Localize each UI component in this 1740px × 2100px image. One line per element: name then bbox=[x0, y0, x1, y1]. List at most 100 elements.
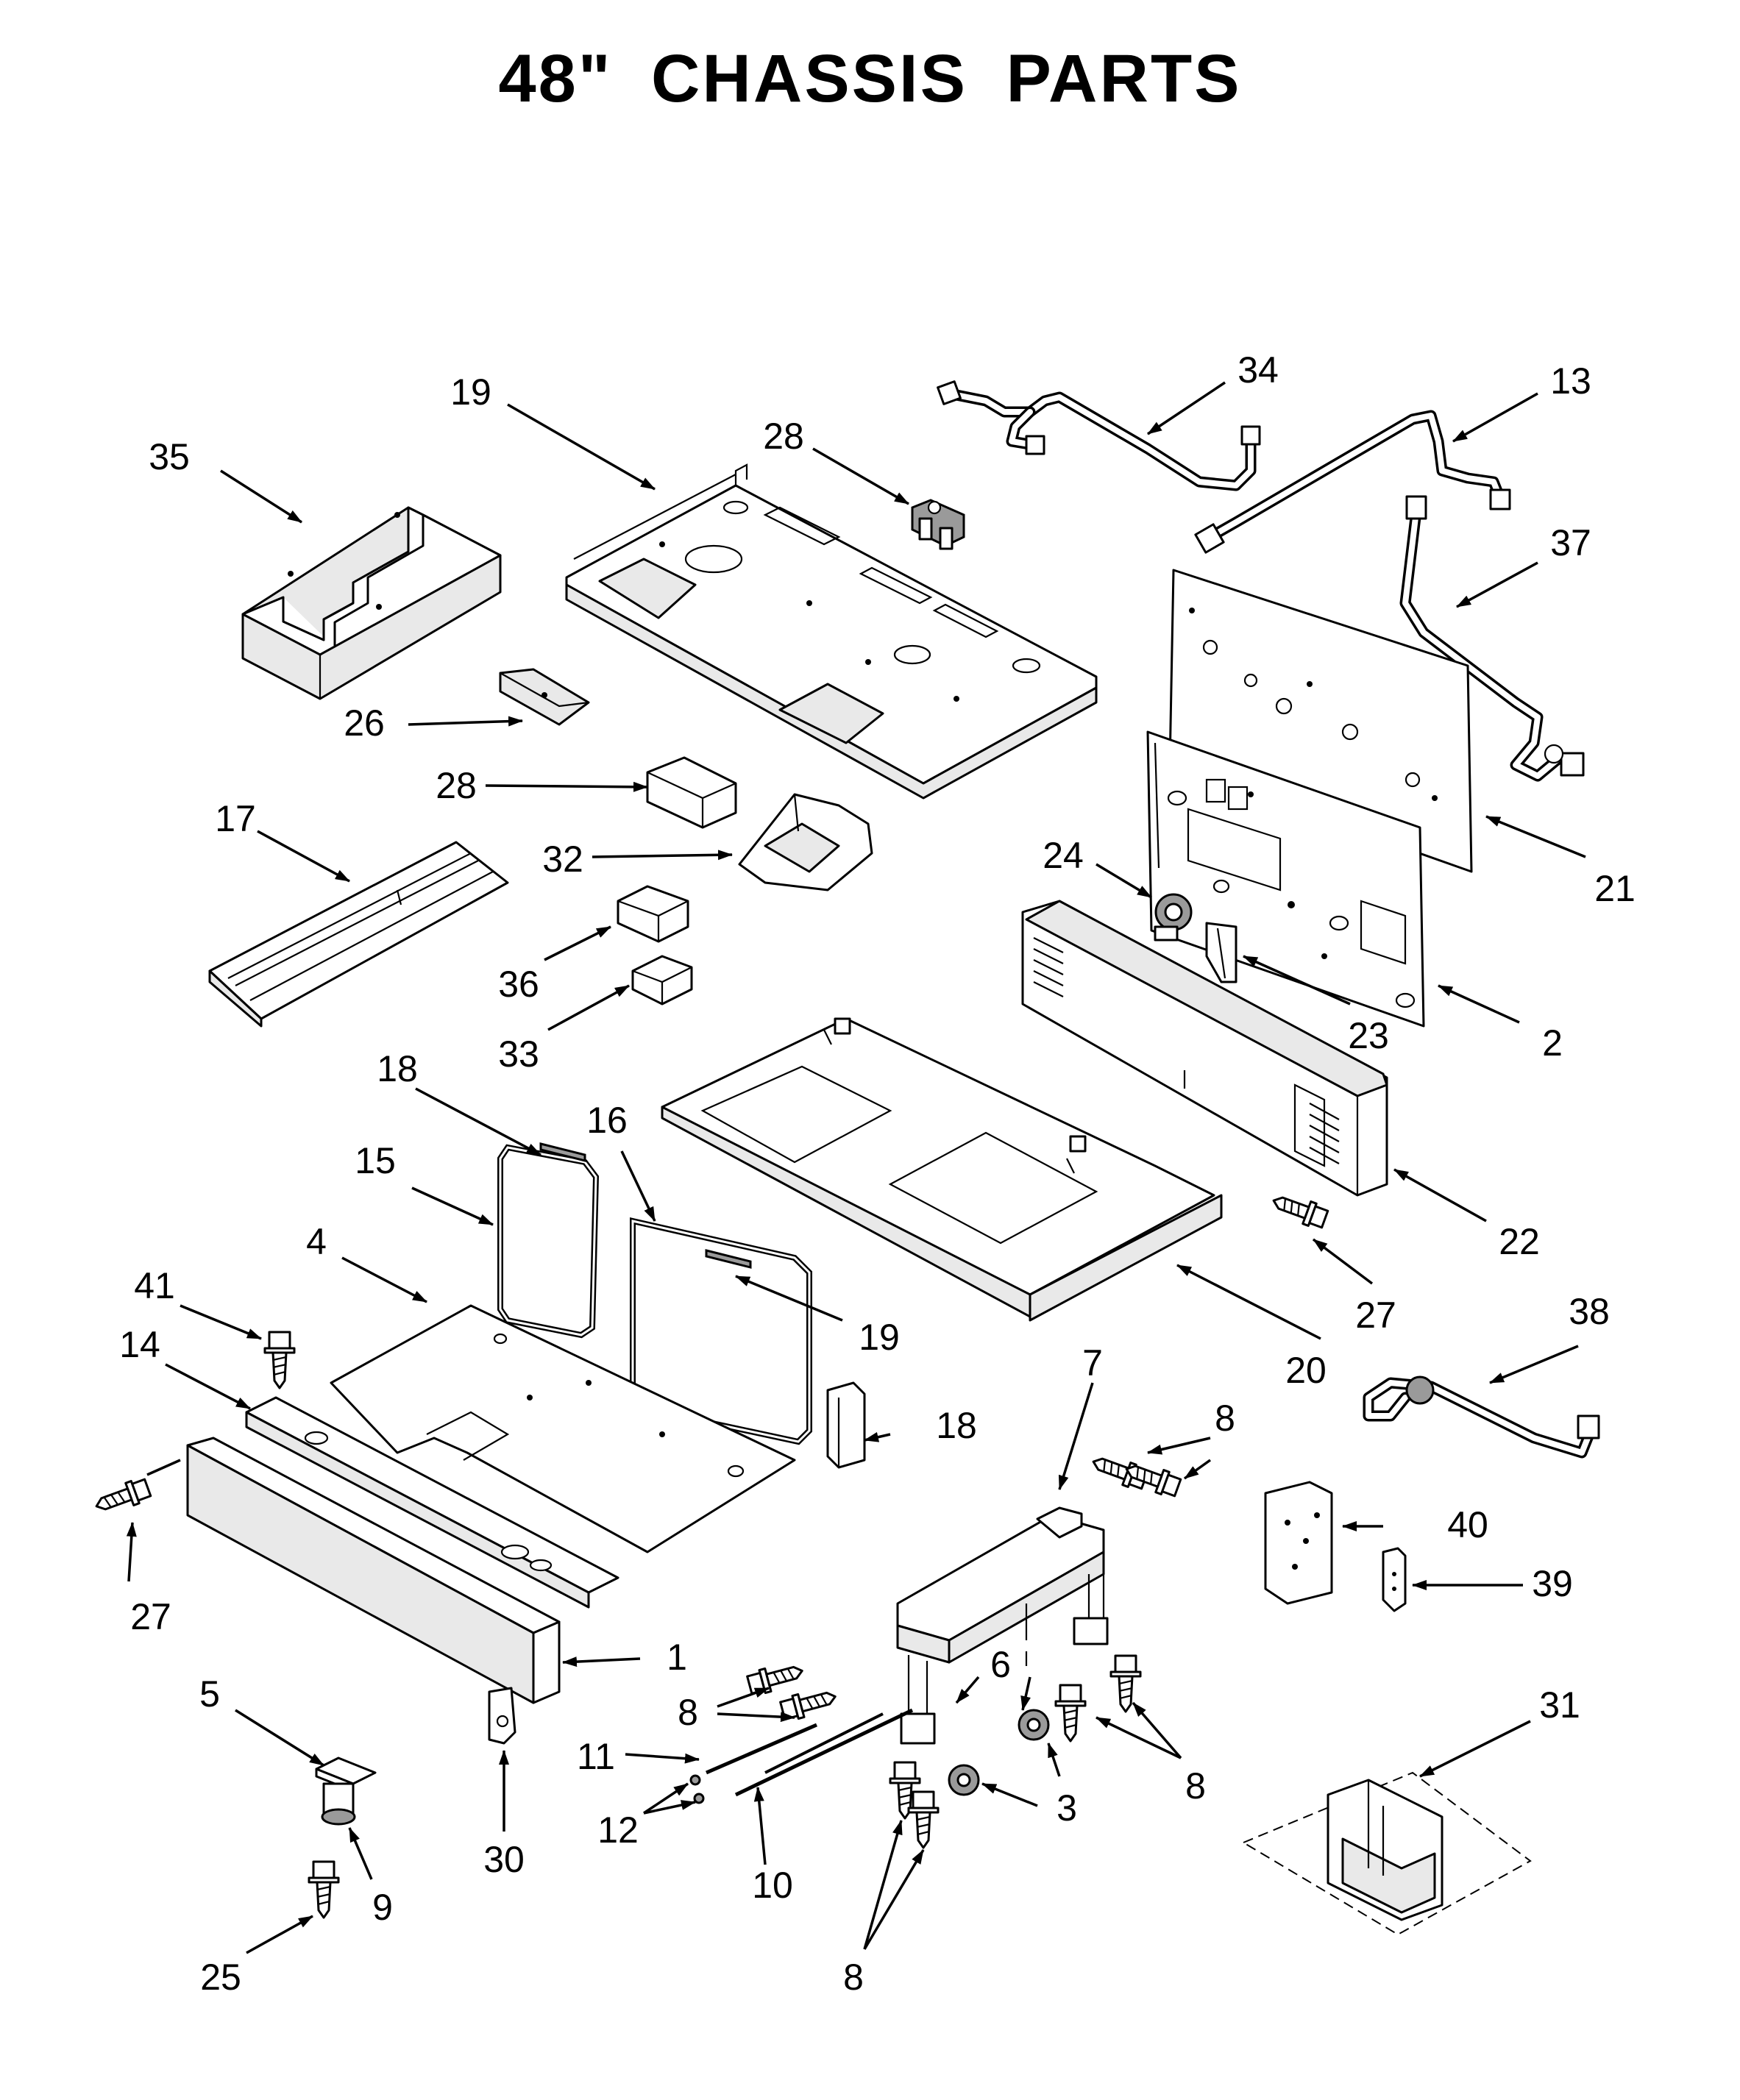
callout-27-left: 27 bbox=[130, 1596, 171, 1637]
leader-29 bbox=[220, 469, 302, 524]
callout-34: 34 bbox=[1237, 349, 1279, 391]
callout-4: 4 bbox=[306, 1221, 327, 1262]
callout-15-left: 15 bbox=[355, 1140, 396, 1181]
leader-12b bbox=[643, 1800, 696, 1815]
leader-3b bbox=[981, 1782, 1038, 1807]
callout-8-right: 8 bbox=[1185, 1765, 1206, 1807]
leader-28 bbox=[485, 781, 648, 792]
leader-16 bbox=[257, 830, 350, 883]
part-17-bracket bbox=[826, 1381, 866, 1469]
part-24-regulator bbox=[1154, 893, 1193, 942]
part-14-front-rail bbox=[245, 1396, 619, 1609]
leader-8-top-b bbox=[1183, 1459, 1212, 1480]
callout-17: 18 bbox=[936, 1405, 977, 1446]
callout-35: 28 bbox=[763, 416, 804, 457]
part-41-screw bbox=[263, 1331, 296, 1389]
leader-15-left bbox=[411, 1186, 494, 1226]
callout-leaders bbox=[126, 381, 1586, 1954]
leader-27-left-a bbox=[146, 1459, 181, 1476]
callout-8-left: 8 bbox=[678, 1692, 698, 1733]
leader-8-right-a bbox=[1096, 1716, 1182, 1759]
part-12-pins bbox=[689, 1774, 705, 1804]
leader-4 bbox=[341, 1256, 427, 1303]
part-8-screw-bottom-2 bbox=[907, 1790, 940, 1849]
callout-20: 20 bbox=[1285, 1350, 1327, 1391]
leader-15-right bbox=[620, 1150, 656, 1222]
part-11-rod bbox=[706, 1712, 884, 1775]
callout-5: 5 bbox=[199, 1673, 220, 1715]
part-3-hinge bbox=[948, 1764, 980, 1796]
leader-8-left-b bbox=[717, 1712, 795, 1723]
part-34-gas-tube bbox=[937, 380, 1261, 491]
callout-21: 21 bbox=[1594, 868, 1636, 909]
leader-35 bbox=[812, 447, 909, 505]
callout-2: 2 bbox=[1542, 1022, 1563, 1064]
leader-8-bottom-a bbox=[863, 1820, 903, 1950]
part-6-hinge bbox=[1018, 1709, 1050, 1741]
leader-10 bbox=[753, 1787, 767, 1865]
leader-31 bbox=[1419, 1720, 1531, 1778]
callout-18-right: 19 bbox=[859, 1317, 900, 1358]
callout-3: 3 bbox=[1057, 1787, 1077, 1829]
part-15-gasket-left bbox=[497, 1144, 600, 1339]
part-10-rod bbox=[734, 1708, 914, 1797]
callout-13: 13 bbox=[1550, 360, 1591, 402]
part-39-bracket bbox=[1382, 1547, 1407, 1612]
part-1-kick-panel bbox=[186, 1437, 561, 1704]
callout-1: 1 bbox=[667, 1637, 687, 1678]
callout-7: 7 bbox=[1082, 1342, 1103, 1384]
callout-38: 38 bbox=[1569, 1291, 1610, 1332]
callout-22: 22 bbox=[1499, 1221, 1540, 1262]
callout-27-right: 27 bbox=[1355, 1295, 1396, 1336]
callout-31: 31 bbox=[1539, 1684, 1580, 1726]
part-7-front-frame bbox=[896, 1506, 1109, 1745]
callout-14: 14 bbox=[119, 1324, 160, 1365]
part-13-gas-tube bbox=[1194, 410, 1511, 554]
part-18-strip-right bbox=[705, 1249, 752, 1269]
leader-13 bbox=[1452, 392, 1538, 443]
leader-34 bbox=[1147, 381, 1226, 435]
leader-2 bbox=[1438, 984, 1520, 1024]
leader-5 bbox=[235, 1709, 324, 1767]
leader-33 bbox=[547, 984, 630, 1031]
leader-32 bbox=[592, 850, 733, 861]
leader-14 bbox=[165, 1363, 251, 1410]
leader-27-right bbox=[1312, 1238, 1374, 1285]
leader-6b bbox=[955, 1676, 980, 1704]
leader-25 bbox=[246, 1915, 313, 1954]
part-29-burner-box bbox=[241, 506, 502, 700]
part-4-floor-panel bbox=[330, 1304, 796, 1553]
diagram-title: 48" CHASSIS PARTS bbox=[498, 41, 1242, 116]
part-8-screw-right-1 bbox=[1054, 1684, 1087, 1743]
callout-18-left: 18 bbox=[377, 1048, 418, 1089]
leader-8-bottom-b bbox=[863, 1849, 925, 1950]
leader-22 bbox=[1393, 1168, 1487, 1222]
callout-12: 12 bbox=[597, 1809, 639, 1851]
callout-8-top: 8 bbox=[1215, 1398, 1235, 1439]
leader-19 bbox=[507, 403, 656, 491]
part-23-bracket bbox=[1205, 922, 1237, 983]
part-26-clip bbox=[499, 668, 590, 726]
part-8-screw-left-1 bbox=[745, 1658, 806, 1698]
leader-26 bbox=[408, 716, 523, 727]
leader-18-left bbox=[415, 1087, 541, 1156]
callout-15-right: 16 bbox=[586, 1100, 628, 1141]
callout-30: 30 bbox=[483, 1839, 525, 1880]
leader-8-left-a bbox=[717, 1687, 770, 1708]
callout-32: 32 bbox=[542, 839, 583, 880]
leader-36 bbox=[544, 925, 611, 961]
callout-39: 39 bbox=[1532, 1563, 1573, 1604]
leader-11 bbox=[625, 1753, 700, 1764]
leader-8-top-a bbox=[1147, 1437, 1211, 1455]
part-25-screw bbox=[308, 1860, 340, 1919]
leader-23 bbox=[1243, 955, 1351, 1005]
callout-9: 9 bbox=[372, 1887, 393, 1928]
leader-38 bbox=[1489, 1345, 1579, 1384]
leader-21 bbox=[1485, 815, 1586, 858]
leader-37 bbox=[1456, 561, 1538, 608]
part-35-valve bbox=[911, 499, 965, 550]
callout-28: 28 bbox=[436, 765, 477, 806]
leader-6 bbox=[1020, 1676, 1031, 1711]
callout-labels: 35 19 28 34 13 37 21 2 24 23 22 27 20 38… bbox=[119, 349, 1636, 1998]
